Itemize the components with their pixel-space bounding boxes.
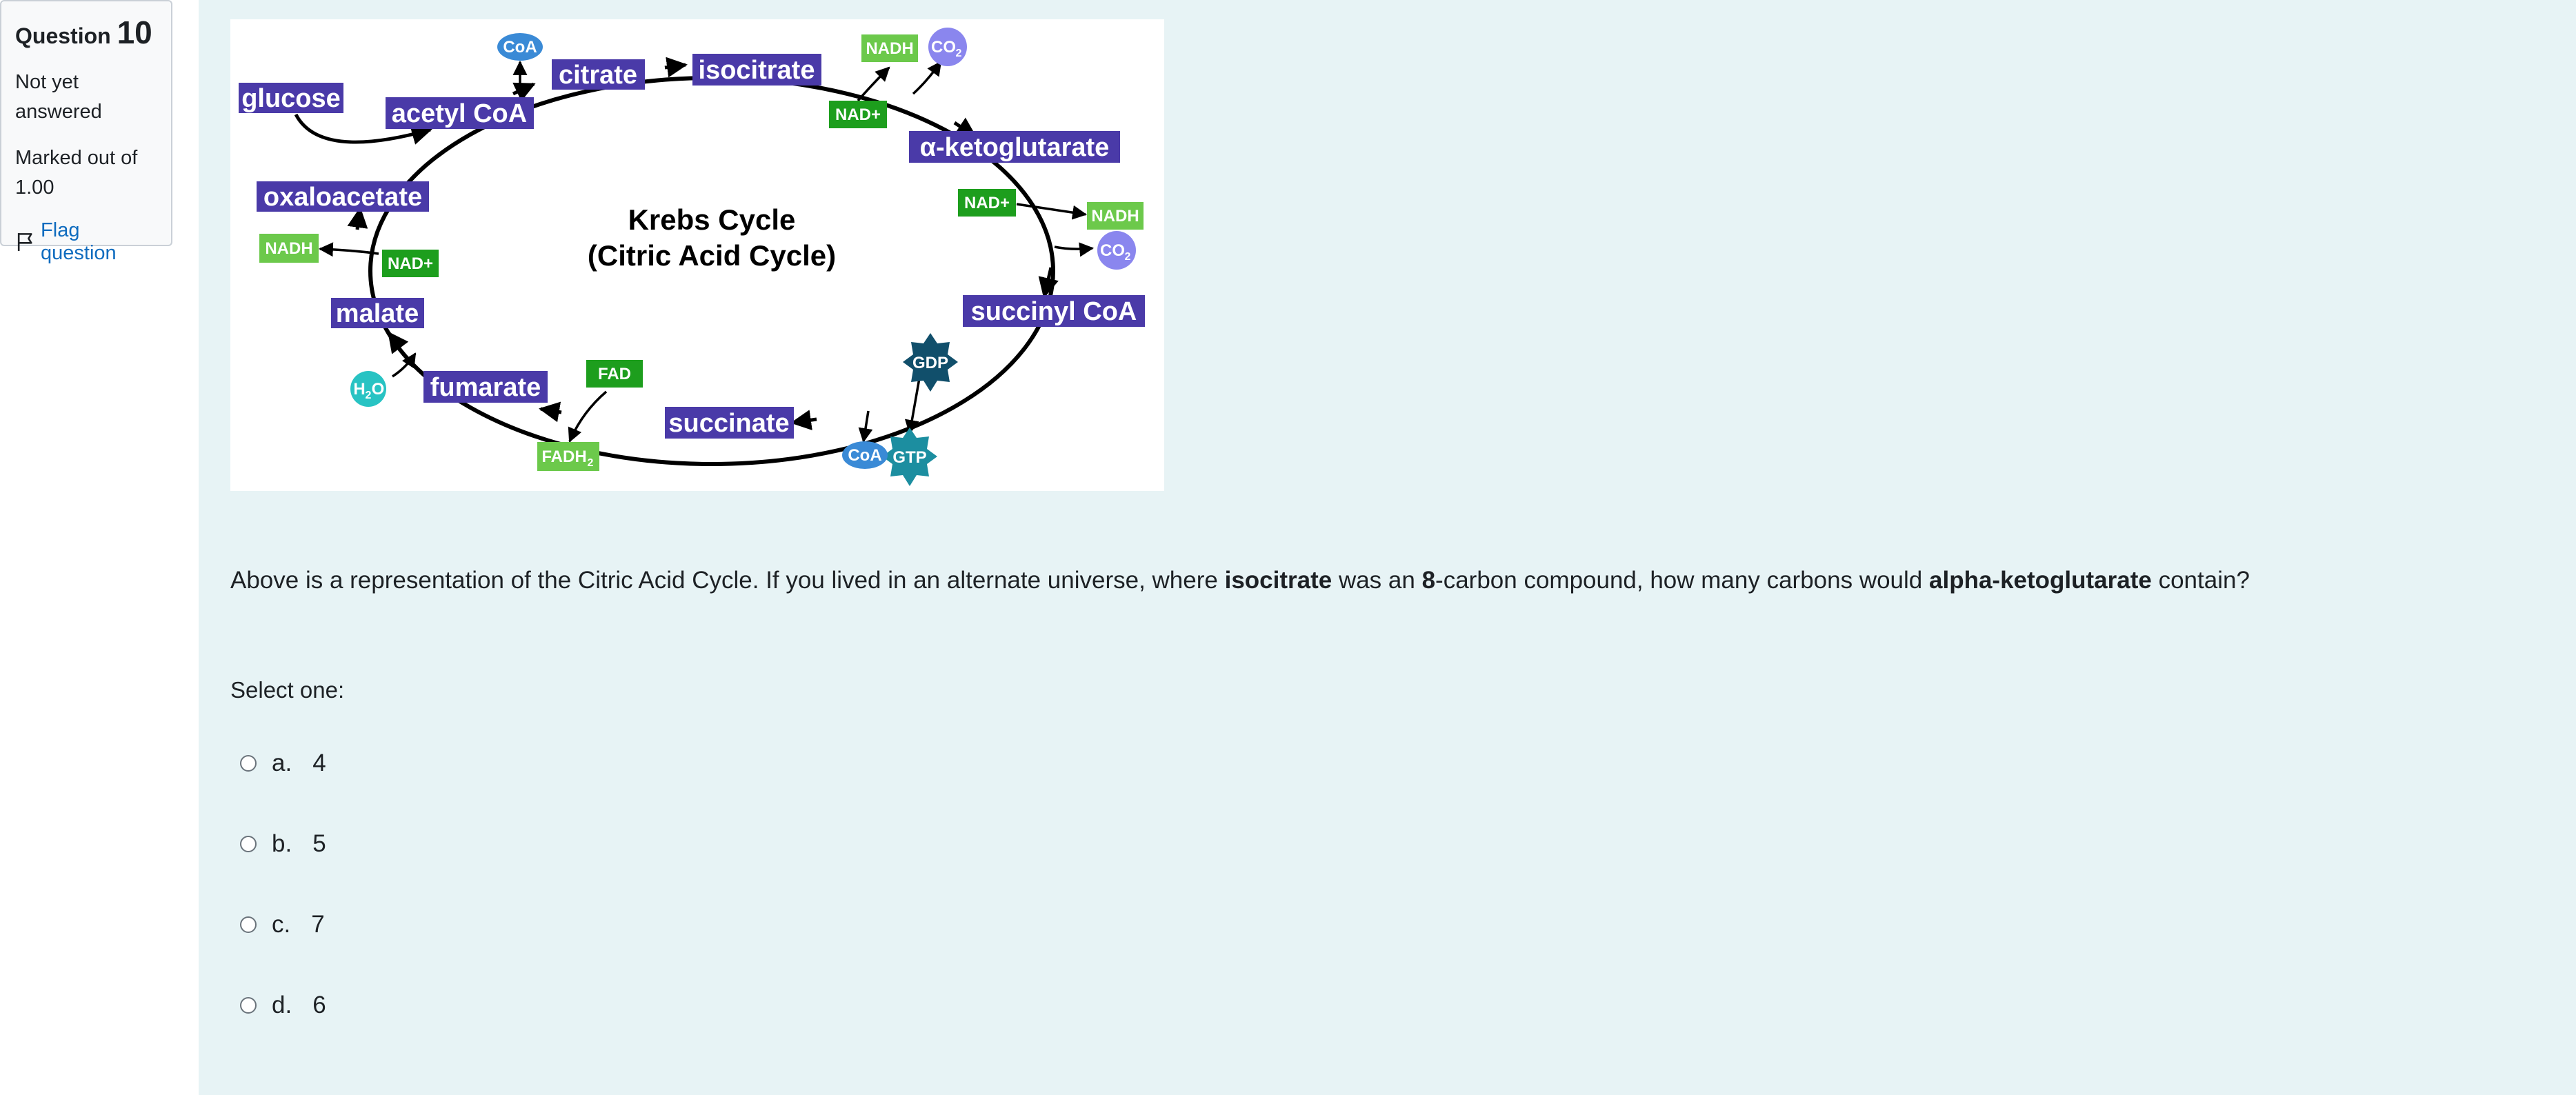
fad-badge [586, 360, 643, 388]
fadh2-badge [537, 442, 599, 471]
question-content: Krebs Cycle (Citric Acid Cycle) glucose … [199, 0, 2576, 1095]
flag-icon [17, 233, 32, 251]
h2o-badge [350, 371, 386, 407]
radio-button-b[interactable] [240, 835, 257, 852]
radio-button-d[interactable] [240, 996, 257, 1014]
citrate-box [552, 59, 645, 90]
nad-3-label: NAD+ [388, 254, 433, 273]
question-state: Not yet answered [15, 71, 102, 123]
radio-button-a[interactable] [240, 754, 257, 772]
fumarate-label: fumarate [430, 373, 541, 402]
nadh-3-label: NADH [265, 239, 312, 258]
malate-label: malate [336, 299, 419, 328]
co2-2-badge [1097, 231, 1136, 270]
answer-options: a. 4 b. 5 c. 7 d. 6 [240, 723, 326, 1045]
nad-1-badge [829, 101, 887, 128]
coa-top-badge [497, 33, 543, 61]
question-info: Question 10 Not yet answered Marked out … [0, 0, 172, 264]
gdp-label: GDP [912, 354, 948, 372]
oxaloacetate-box [257, 181, 429, 212]
succinate-box [665, 407, 794, 439]
question-grade: Marked out of 1.00 [15, 147, 138, 199]
co2-1-subscript: 2 [956, 48, 962, 59]
answer-option-d[interactable]: d. 6 [240, 965, 326, 1045]
answer-option-c[interactable]: c. 7 [240, 884, 326, 965]
succinyl-coa-label: succinyl CoA [971, 297, 1137, 326]
glucose-box [239, 83, 343, 113]
citrate-label: citrate [559, 61, 637, 90]
question-number: Question 10 [15, 14, 152, 50]
coa-bottom-badge [842, 441, 888, 469]
isocitrate-label: isocitrate [699, 56, 815, 85]
h2o-o-label: O [372, 380, 385, 399]
succinate-label: succinate [668, 409, 789, 438]
nadh-2-badge [1087, 202, 1144, 230]
nad-3-badge [382, 250, 439, 277]
radio-button-c[interactable] [240, 916, 257, 933]
nad-2-label: NAD+ [964, 194, 1010, 212]
isocitrate-box [692, 54, 821, 86]
answer-prompt: Select one: [230, 677, 345, 703]
nad-2-badge [958, 189, 1016, 217]
alpha-ketoglutarate-box [909, 131, 1120, 163]
nadh-1-badge [861, 34, 918, 62]
gtp-label: GTP [892, 448, 926, 467]
acetyl-coa-label: acetyl CoA [392, 99, 527, 128]
gdp-badge [903, 333, 958, 392]
gtp-badge [882, 428, 937, 486]
oxaloacetate-label: oxaloacetate [263, 183, 422, 212]
co2-1-label: CO [931, 38, 956, 57]
answer-option-b[interactable]: b. 5 [240, 803, 326, 884]
diagram-title-line1: Krebs Cycle [628, 203, 796, 236]
fad-label: FAD [598, 365, 631, 383]
nad-1-label: NAD+ [835, 106, 881, 124]
fumarate-box [423, 371, 548, 403]
h2o-subscript: 2 [366, 390, 372, 401]
co2-2-label: CO [1100, 241, 1125, 260]
fadh2-subscript: 2 [588, 457, 594, 469]
coa-top-label: CoA [503, 38, 537, 57]
succinyl-coa-box [963, 295, 1145, 327]
coa-bottom-label: CoA [848, 446, 881, 465]
nadh-3-badge [259, 234, 319, 263]
co2-2-subscript: 2 [1125, 251, 1131, 263]
krebs-cycle-diagram: Krebs Cycle (Citric Acid Cycle) glucose … [230, 19, 1164, 491]
nadh-1-label: NADH [866, 39, 913, 58]
nadh-2-label: NADH [1091, 207, 1139, 225]
h2o-label: H [353, 380, 365, 399]
answer-option-a[interactable]: a. 4 [240, 723, 326, 803]
co2-1-badge [928, 28, 967, 66]
acetyl-coa-box [386, 97, 534, 129]
question-text: Above is a representation of the Citric … [230, 567, 2250, 594]
flag-question-link[interactable]: Flag question [15, 219, 157, 265]
alpha-ketoglutarate-label: α-ketoglutarate [920, 133, 1110, 162]
glucose-label: glucose [241, 84, 341, 113]
fadh2-label: FADH [541, 448, 586, 466]
malate-box [331, 298, 424, 328]
diagram-title-line2: (Citric Acid Cycle) [588, 239, 836, 272]
